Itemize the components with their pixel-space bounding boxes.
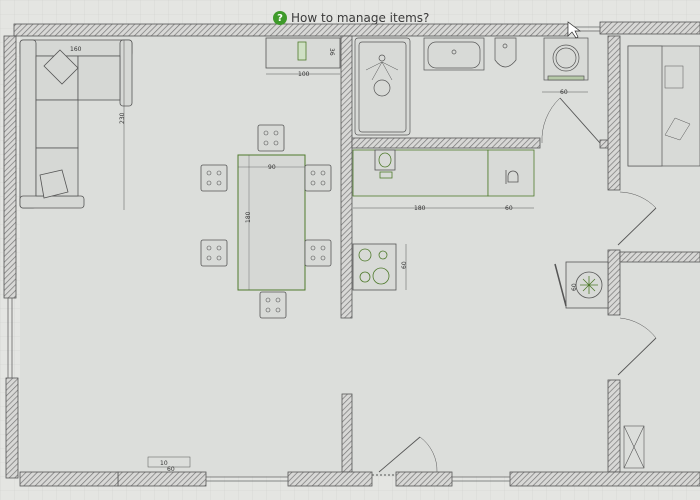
- chair[interactable]: [304, 164, 332, 192]
- window-bottom-1[interactable]: [206, 476, 288, 482]
- bathroom-sink[interactable]: [423, 37, 485, 71]
- wall-right-lower[interactable]: [607, 379, 621, 473]
- shower[interactable]: [354, 37, 411, 136]
- sofa-length-label: 230: [119, 112, 126, 124]
- dining-table[interactable]: [237, 154, 306, 291]
- bed[interactable]: [627, 45, 700, 167]
- washing-machine[interactable]: [543, 37, 589, 81]
- walls[interactable]: [3, 21, 700, 487]
- wall-right-middle[interactable]: [607, 249, 621, 316]
- question-circle-icon: ?: [273, 11, 287, 25]
- washer-width-label: 60: [560, 89, 568, 96]
- wall-top[interactable]: [13, 23, 569, 37]
- chair[interactable]: [304, 239, 332, 267]
- wall-bottom-2[interactable]: [287, 471, 373, 487]
- help-link[interactable]: ? How to manage items?: [273, 11, 429, 25]
- window-marker[interactable]: [147, 456, 191, 468]
- help-link-label: How to manage items?: [291, 11, 430, 25]
- stove-width-label: 60: [401, 261, 408, 269]
- bidet[interactable]: [494, 37, 517, 68]
- mouse-cursor-icon: [567, 21, 582, 39]
- wall-bottom-0[interactable]: [19, 471, 119, 487]
- sofa[interactable]: [19, 39, 133, 209]
- table-width-label: 90: [268, 164, 276, 171]
- counter-width-label: 180: [414, 205, 426, 212]
- wall-right-upper[interactable]: [607, 35, 621, 191]
- window-left[interactable]: [7, 298, 13, 378]
- cabinet-width-label: 100: [298, 71, 310, 78]
- table-length-label: 180: [245, 211, 252, 223]
- cabinet-depth-label: 36: [328, 48, 335, 56]
- window-height-label: 10: [160, 460, 168, 467]
- kitchen-counter[interactable]: [352, 149, 535, 197]
- chair[interactable]: [257, 124, 285, 152]
- chairs[interactable]: [200, 124, 332, 319]
- wall-left[interactable]: [3, 35, 17, 299]
- sofa-width-label: 160: [70, 46, 82, 53]
- doors[interactable]: [372, 97, 657, 476]
- wardrobe[interactable]: [623, 425, 645, 469]
- wall-top-right[interactable]: [599, 21, 700, 35]
- wall-bottom-3[interactable]: [395, 471, 453, 487]
- wall-bottom-4[interactable]: [509, 471, 700, 487]
- wall-stub-bottom[interactable]: [341, 393, 353, 473]
- wall-bathroom-bottom[interactable]: [351, 137, 541, 149]
- wall-bedroom-bottom[interactable]: [619, 251, 700, 263]
- chair[interactable]: [200, 164, 228, 192]
- door-bedroom[interactable]: [617, 191, 657, 246]
- fridge[interactable]: [554, 261, 609, 309]
- door-entrance[interactable]: [372, 436, 438, 476]
- dishwasher-width-label: 60: [505, 205, 513, 212]
- window-width-label: 60: [167, 466, 175, 473]
- stove[interactable]: [352, 243, 397, 291]
- wall-bottom-1[interactable]: [117, 471, 207, 487]
- fridge-width-label: 60: [571, 283, 578, 291]
- door-bedroom-2[interactable]: [617, 317, 657, 376]
- chair[interactable]: [259, 291, 287, 319]
- window-bottom-2[interactable]: [452, 476, 510, 482]
- chair[interactable]: [200, 239, 228, 267]
- door-bathroom[interactable]: [541, 97, 601, 144]
- wall-bathroom[interactable]: [340, 35, 353, 319]
- cabinet[interactable]: [265, 37, 341, 69]
- wall-left-lower[interactable]: [5, 377, 19, 479]
